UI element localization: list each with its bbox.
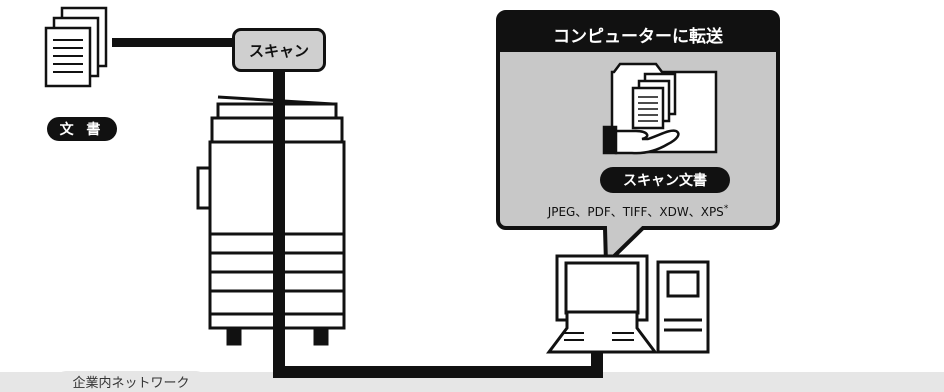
file-formats: JPEG、PDF、TIFF、XDW、XPS*	[500, 203, 776, 220]
multifunction-printer-icon	[196, 95, 346, 346]
document-label: 文 書	[47, 117, 117, 141]
network-label: 企業内ネットワーク	[56, 371, 206, 391]
document-stack-icon	[44, 6, 108, 88]
scanned-document-label: スキャン文書	[600, 167, 730, 193]
file-formats-note: *	[723, 204, 729, 214]
folder-documents-hand-icon	[602, 62, 718, 155]
file-formats-text: JPEG、PDF、TIFF、XDW、XPS	[547, 205, 724, 219]
transfer-title: コンピューターに転送	[553, 26, 723, 47]
document-connector-line	[112, 38, 234, 47]
network-band	[0, 372, 944, 392]
desktop-computer-icon	[546, 254, 710, 354]
transfer-line	[273, 68, 614, 378]
scan-label: スキャン	[232, 28, 326, 72]
